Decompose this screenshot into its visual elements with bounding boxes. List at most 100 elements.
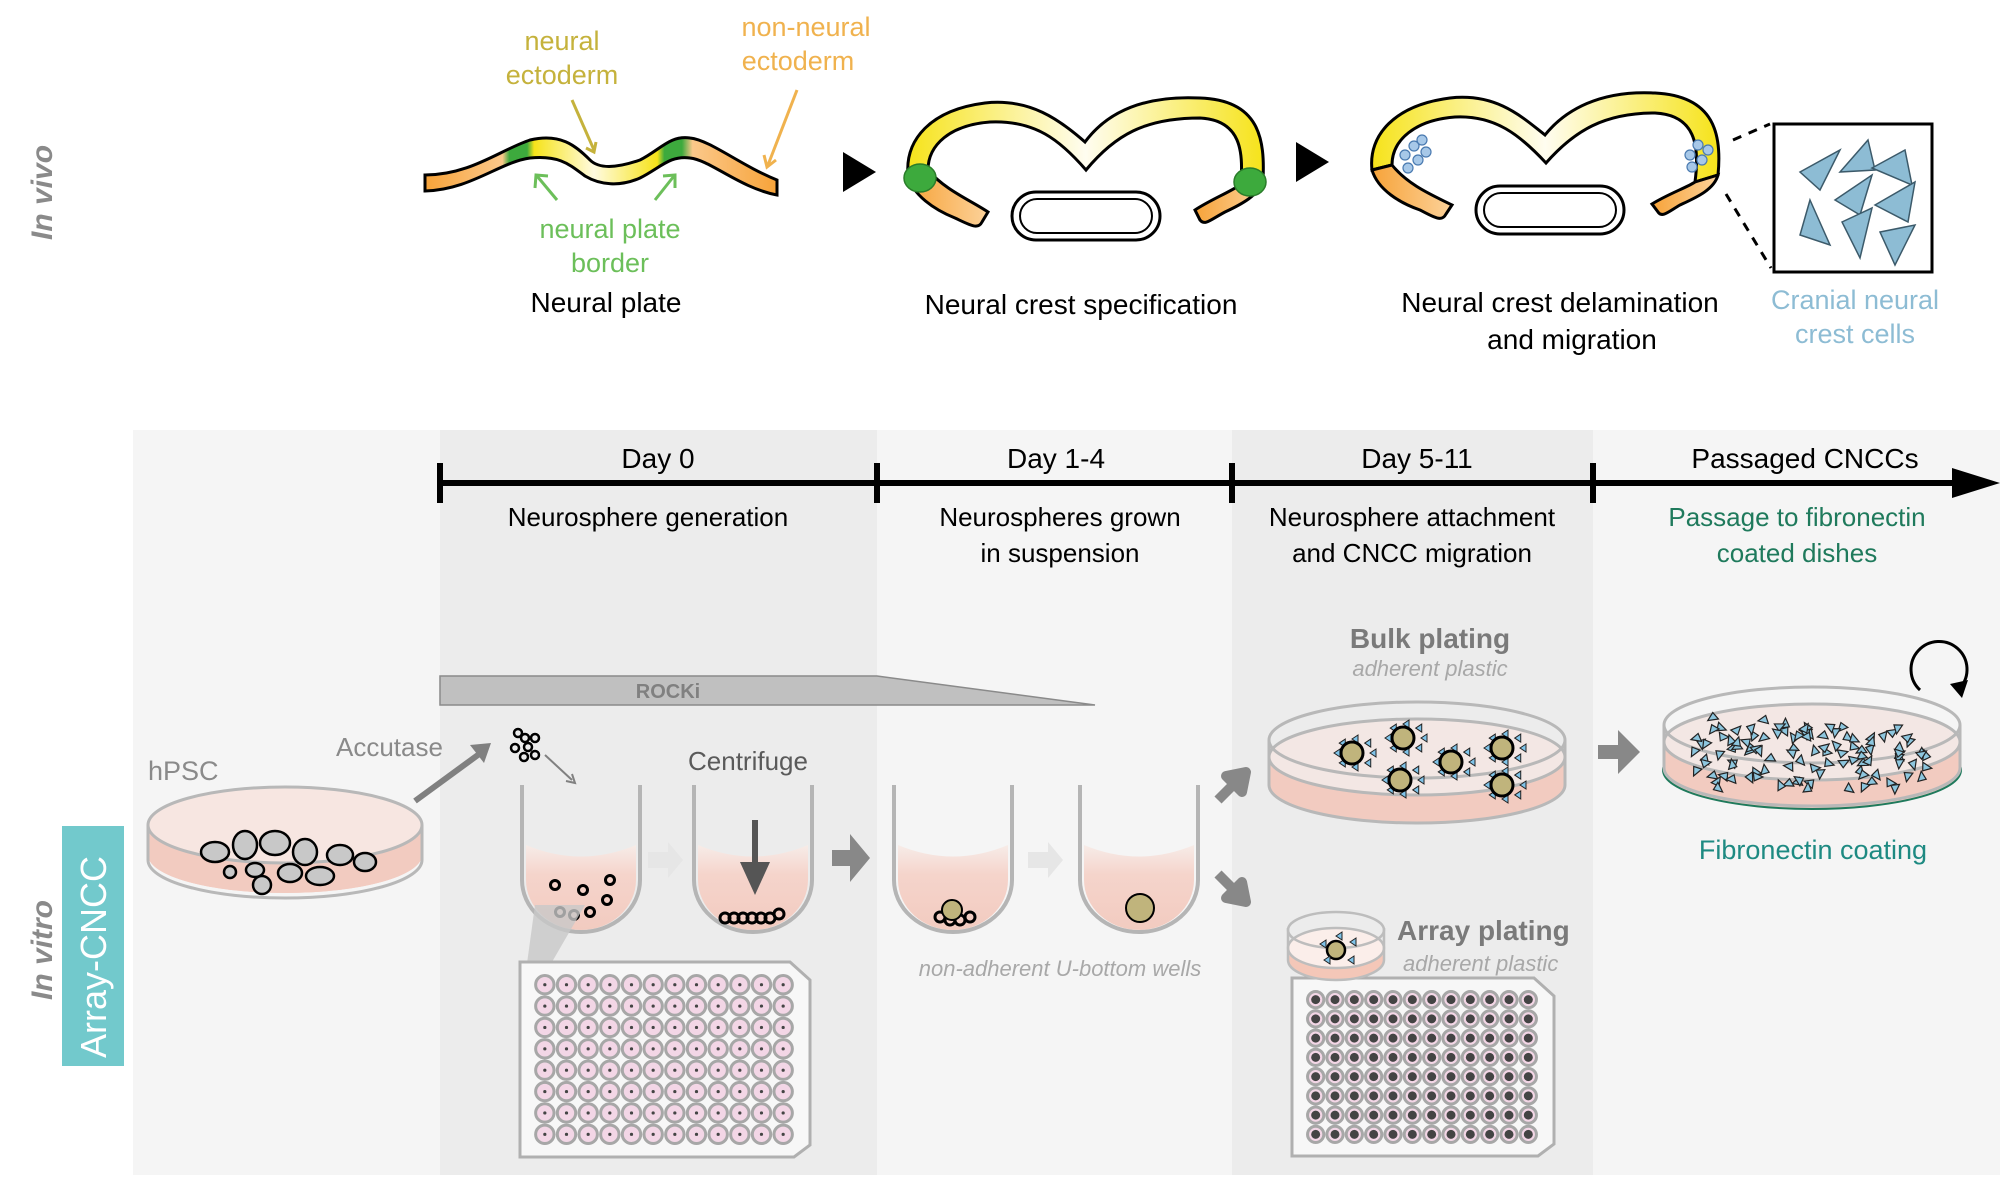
- cell: [549, 879, 561, 891]
- cncc: [1810, 743, 1821, 757]
- well: [534, 1080, 556, 1103]
- cncc: [1708, 723, 1721, 736]
- well: [772, 1080, 794, 1103]
- timeline: [437, 463, 2000, 503]
- well: [642, 1059, 664, 1081]
- well: [534, 1038, 556, 1060]
- cncc: [1349, 937, 1357, 947]
- cncc-label-1: Cranial neural: [1771, 285, 1939, 315]
- well: [1344, 1124, 1364, 1144]
- well: [1460, 1105, 1480, 1125]
- cncc: [1420, 733, 1428, 743]
- phase-day-3: Passaged CNCCs: [1691, 443, 1918, 474]
- cncc: [1794, 753, 1806, 767]
- cncc: [1347, 955, 1355, 965]
- well: [1499, 1047, 1519, 1067]
- hpsc-colonies: [199, 829, 378, 896]
- well: [555, 1080, 578, 1103]
- cncc: [1831, 739, 1843, 753]
- cncc: [1513, 752, 1522, 763]
- well: [1325, 1124, 1345, 1144]
- well: [1460, 990, 1480, 1010]
- well: [1364, 1086, 1384, 1106]
- well: [1383, 1009, 1403, 1029]
- cncc: [1843, 781, 1855, 794]
- stage-arrow-2: [1296, 142, 1329, 182]
- well: [1306, 1105, 1326, 1125]
- well: [1480, 1124, 1500, 1144]
- well: [1383, 990, 1403, 1010]
- well: [664, 1102, 686, 1124]
- cncc: [1417, 775, 1425, 785]
- well: [534, 995, 556, 1017]
- cncc: [1729, 725, 1742, 737]
- phase-desc-3-1: Passage to fibronectin: [1668, 502, 1925, 532]
- well: [1306, 990, 1326, 1010]
- cncc: [1689, 732, 1703, 743]
- well: [1344, 1105, 1364, 1125]
- rocki-label: ROCKi: [636, 681, 700, 703]
- cncc: [1860, 781, 1871, 794]
- cncc: [1855, 750, 1869, 761]
- cncc: [1781, 777, 1795, 787]
- well: [1422, 1105, 1442, 1125]
- cncc: [1706, 711, 1720, 722]
- cncc: [1922, 761, 1934, 772]
- zoom-line-bottom: [1724, 193, 1773, 269]
- cncc: [1816, 729, 1830, 740]
- well: [1441, 1086, 1461, 1106]
- well: [707, 1123, 729, 1145]
- phase-desc-2-1: Neurosphere attachment: [1269, 502, 1556, 532]
- cncc: [1699, 758, 1713, 769]
- well: [1441, 990, 1461, 1010]
- cncc: [1730, 735, 1742, 747]
- well: [772, 1123, 794, 1145]
- cncc: [1690, 746, 1702, 758]
- cell: [577, 884, 589, 896]
- neurosphere: [941, 899, 963, 921]
- well: [599, 974, 621, 996]
- cncc: [1836, 749, 1850, 759]
- cncc: [1715, 750, 1726, 762]
- cncc: [1847, 755, 1861, 766]
- neurosphere: [1325, 939, 1347, 961]
- well: [1364, 990, 1384, 1010]
- well: [1383, 1067, 1403, 1087]
- well: [620, 1102, 643, 1124]
- well: [1518, 1086, 1538, 1106]
- well: [685, 1102, 708, 1124]
- well: [1441, 1124, 1461, 1144]
- neural-plate-illustration: [423, 136, 779, 197]
- well: [1460, 1124, 1480, 1144]
- well: [599, 1016, 621, 1039]
- attached-neurosphere: [1432, 743, 1476, 781]
- neural-crest-specification-illustration: [903, 96, 1267, 242]
- well: [729, 1123, 751, 1145]
- well: [1499, 1105, 1519, 1125]
- fibronectin-dish: [1662, 685, 1962, 810]
- cncc: [1916, 769, 1928, 783]
- neural-ectoderm-label-1: neural: [524, 26, 599, 56]
- well: [577, 1080, 599, 1103]
- cncc: [1319, 939, 1327, 949]
- well: [664, 974, 686, 996]
- cncc: [1756, 714, 1770, 725]
- well: [750, 1016, 773, 1039]
- well: [1422, 1124, 1442, 1144]
- neurosphere: [1125, 893, 1155, 923]
- well: [1344, 1067, 1364, 1087]
- cncc: [1824, 756, 1836, 768]
- well: [1460, 1086, 1480, 1106]
- well: [1480, 1047, 1500, 1067]
- well: [1480, 1028, 1500, 1048]
- cncc-inset-cells: [1798, 138, 1917, 267]
- border-arrow-left: [535, 175, 559, 201]
- step-arrow-light-2: [1028, 842, 1063, 878]
- well: [642, 1038, 664, 1060]
- well: [1325, 990, 1345, 1010]
- cncc: [1870, 768, 1881, 781]
- well: [599, 995, 621, 1017]
- cncc: [1893, 724, 1904, 736]
- border-label-1: neural plate: [539, 214, 680, 244]
- cncc: [1411, 765, 1420, 776]
